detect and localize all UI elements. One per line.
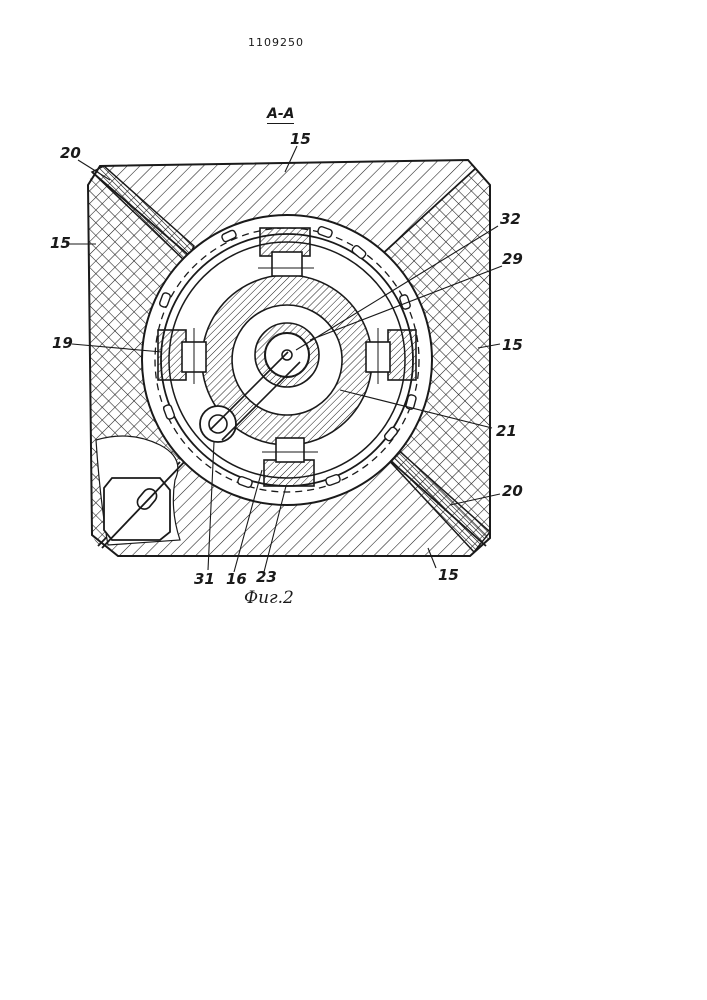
ref-15-right: 15 bbox=[502, 336, 523, 354]
ref-16-bottom: 16 bbox=[226, 570, 247, 588]
ref-29-right: 29 bbox=[502, 250, 523, 268]
shaft-29 bbox=[255, 323, 319, 387]
ref-15-bottom: 15 bbox=[438, 566, 459, 584]
ref-20-top-left: 20 bbox=[60, 144, 81, 162]
ref-19-left: 19 bbox=[52, 334, 73, 352]
ref-23-bottom: 23 bbox=[256, 568, 277, 586]
ref-21-right: 21 bbox=[496, 422, 517, 440]
ref-32-right: 32 bbox=[500, 210, 521, 228]
ref-15-left: 15 bbox=[50, 234, 71, 252]
ref-20-right: 20 bbox=[502, 482, 523, 500]
ref-15-top: 15 bbox=[290, 130, 311, 148]
ref-31-bottom: 31 bbox=[194, 570, 215, 588]
figure-caption: Фиг.2 bbox=[244, 588, 294, 608]
